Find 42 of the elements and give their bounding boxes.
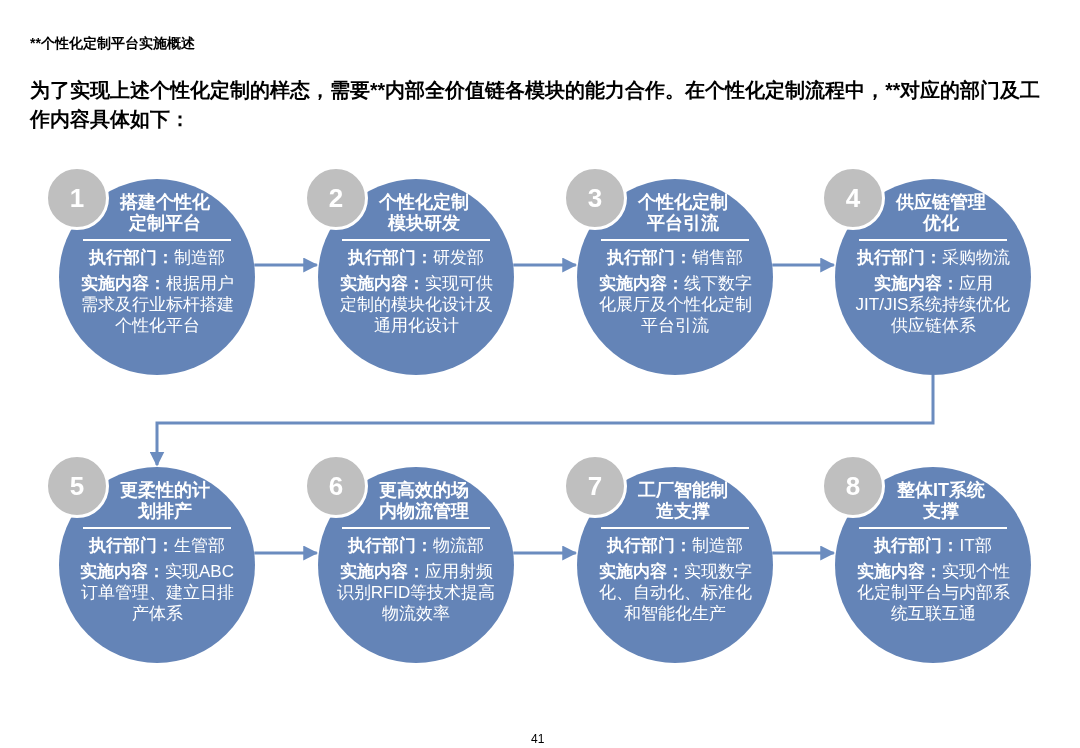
content-text: 实施内容：实现可供定制的模块化设计及通用化设计 — [338, 273, 494, 336]
content-text: 实施内容：实现ABC订单管理、建立日排产体系 — [79, 561, 235, 624]
step-title: 供应链管理优化 — [894, 192, 987, 234]
step-title: 个性化定制模块研发 — [378, 192, 470, 234]
page-number: 41 — [531, 732, 545, 746]
heading: **个性化定制平台实施概述 — [30, 35, 195, 53]
content-text: 实施内容：实现数字化、自动化、标准化和智能化生产 — [597, 561, 753, 624]
department-text: 执行部门：制造部 — [87, 247, 226, 268]
department-text: 执行部门：研发部 — [346, 247, 485, 268]
arrow — [254, 257, 319, 273]
department-text: 执行部门：销售部 — [605, 247, 744, 268]
arrow — [772, 545, 836, 561]
step-title: 更柔性的计划排产 — [119, 480, 211, 522]
step-number: 8 — [821, 454, 885, 518]
content-text: 实施内容：线下数字化展厅及个性化定制平台引流 — [597, 273, 753, 336]
step-title: 工厂智能制造支撑 — [637, 480, 729, 522]
step-number: 2 — [304, 166, 368, 230]
arrow — [149, 375, 935, 467]
step-title: 搭建个性化定制平台 — [119, 192, 211, 234]
step-title: 个性化定制平台引流 — [637, 192, 729, 234]
intro-text: 为了实现上述个性化定制的样态，需要**内部全价值链各模块的能力合作。在个性化定制流程中，**对应的部门及工作内容具体如下： — [30, 78, 1042, 132]
arrow — [513, 545, 578, 561]
step-title: 整体IT系统支撑 — [896, 480, 986, 522]
step-number: 4 — [821, 166, 885, 230]
step-number: 1 — [45, 166, 109, 230]
content-text: 实施内容：根据用户需求及行业标杆搭建个性化平台 — [79, 273, 235, 336]
step-number: 6 — [304, 454, 368, 518]
department-text: 执行部门：IT部 — [872, 535, 993, 556]
department-text: 执行部门：物流部 — [346, 535, 485, 556]
department-text: 执行部门：采购物流 — [855, 247, 1011, 268]
step-number: 3 — [563, 166, 627, 230]
arrow — [513, 257, 578, 273]
content-text: 实施内容：应用JIT/JIS系统持续优化供应链体系 — [854, 273, 1012, 336]
arrow — [254, 545, 319, 561]
step-number: 7 — [563, 454, 627, 518]
step-number: 5 — [45, 454, 109, 518]
step-title: 更高效的场内物流管理 — [378, 480, 470, 522]
arrow — [772, 257, 836, 273]
department-text: 执行部门：生管部 — [87, 535, 226, 556]
content-text: 实施内容：应用射频识别RFID等技术提高物流效率 — [336, 561, 496, 624]
department-text: 执行部门：制造部 — [605, 535, 744, 556]
content-text: 实施内容：实现个性化定制平台与内部系统互联互通 — [855, 561, 1011, 624]
